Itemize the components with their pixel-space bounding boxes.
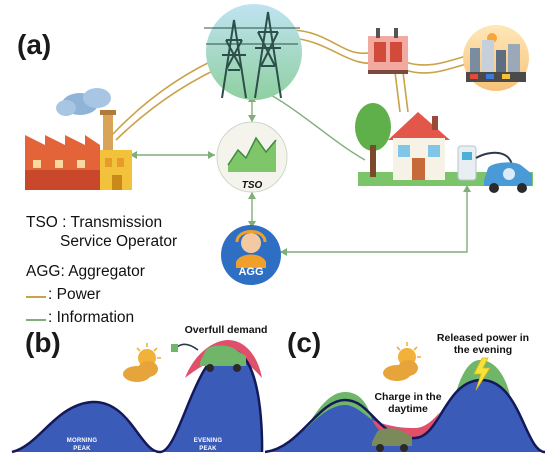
panel-a-label: (a) <box>17 29 52 60</box>
sun-cloud-icon-c <box>383 342 421 381</box>
panel-b-chart <box>11 340 264 454</box>
city-icon <box>463 25 529 91</box>
evening-peak-label: EVENING PEAK <box>188 437 228 453</box>
legend-power: : Power <box>48 286 101 303</box>
released-line1: Released power in <box>436 332 530 344</box>
substation-icon <box>368 28 408 74</box>
charge-line2: daytime <box>388 403 428 415</box>
charge-line1: Charge in the <box>374 391 442 403</box>
electric-car-icon-c <box>372 428 412 452</box>
lightning-icon <box>473 357 491 391</box>
evening-peak-line1: EVENING <box>193 438 223 444</box>
information-swatch <box>26 319 46 321</box>
released-power-label: Released power in the evening <box>427 332 539 356</box>
morning-peak-line2: PEAK <box>73 446 91 452</box>
charge-daytime-label: Charge in the daytime <box>366 391 450 415</box>
morning-peak-line1: MORNING <box>66 438 98 444</box>
morning-peak-label: MORNING PEAK <box>62 437 102 453</box>
released-line2: the evening <box>453 344 513 356</box>
plug-icon-b <box>171 343 199 352</box>
electric-car-icon <box>484 162 532 193</box>
sun-cloud-icon-b <box>123 343 161 382</box>
panel-c-label: (c) <box>287 327 322 358</box>
evening-peak-line2: PEAK <box>199 446 217 452</box>
legend-tso-line1: TSO : Transmission <box>26 214 163 231</box>
tso-node-label: TSO <box>242 180 263 191</box>
legend-information: : Information <box>48 309 135 326</box>
factory-icon <box>25 88 132 190</box>
transmission-towers-icon <box>204 4 302 100</box>
aggregator-node-label: AGG <box>238 266 263 278</box>
aggregator-node <box>221 225 281 285</box>
legend-agg: AGG: Aggregator <box>26 263 145 280</box>
power-swatch <box>26 296 46 298</box>
information-arrowheads <box>130 95 471 256</box>
overfull-demand-label: Overfull demand <box>184 324 268 336</box>
legend-tso-line2: Service Operator <box>60 233 178 250</box>
charging-station-icon <box>457 145 513 181</box>
tso-node <box>216 121 288 193</box>
panel-b-label: (b) <box>25 327 61 358</box>
electric-car-icon-b <box>200 345 246 372</box>
